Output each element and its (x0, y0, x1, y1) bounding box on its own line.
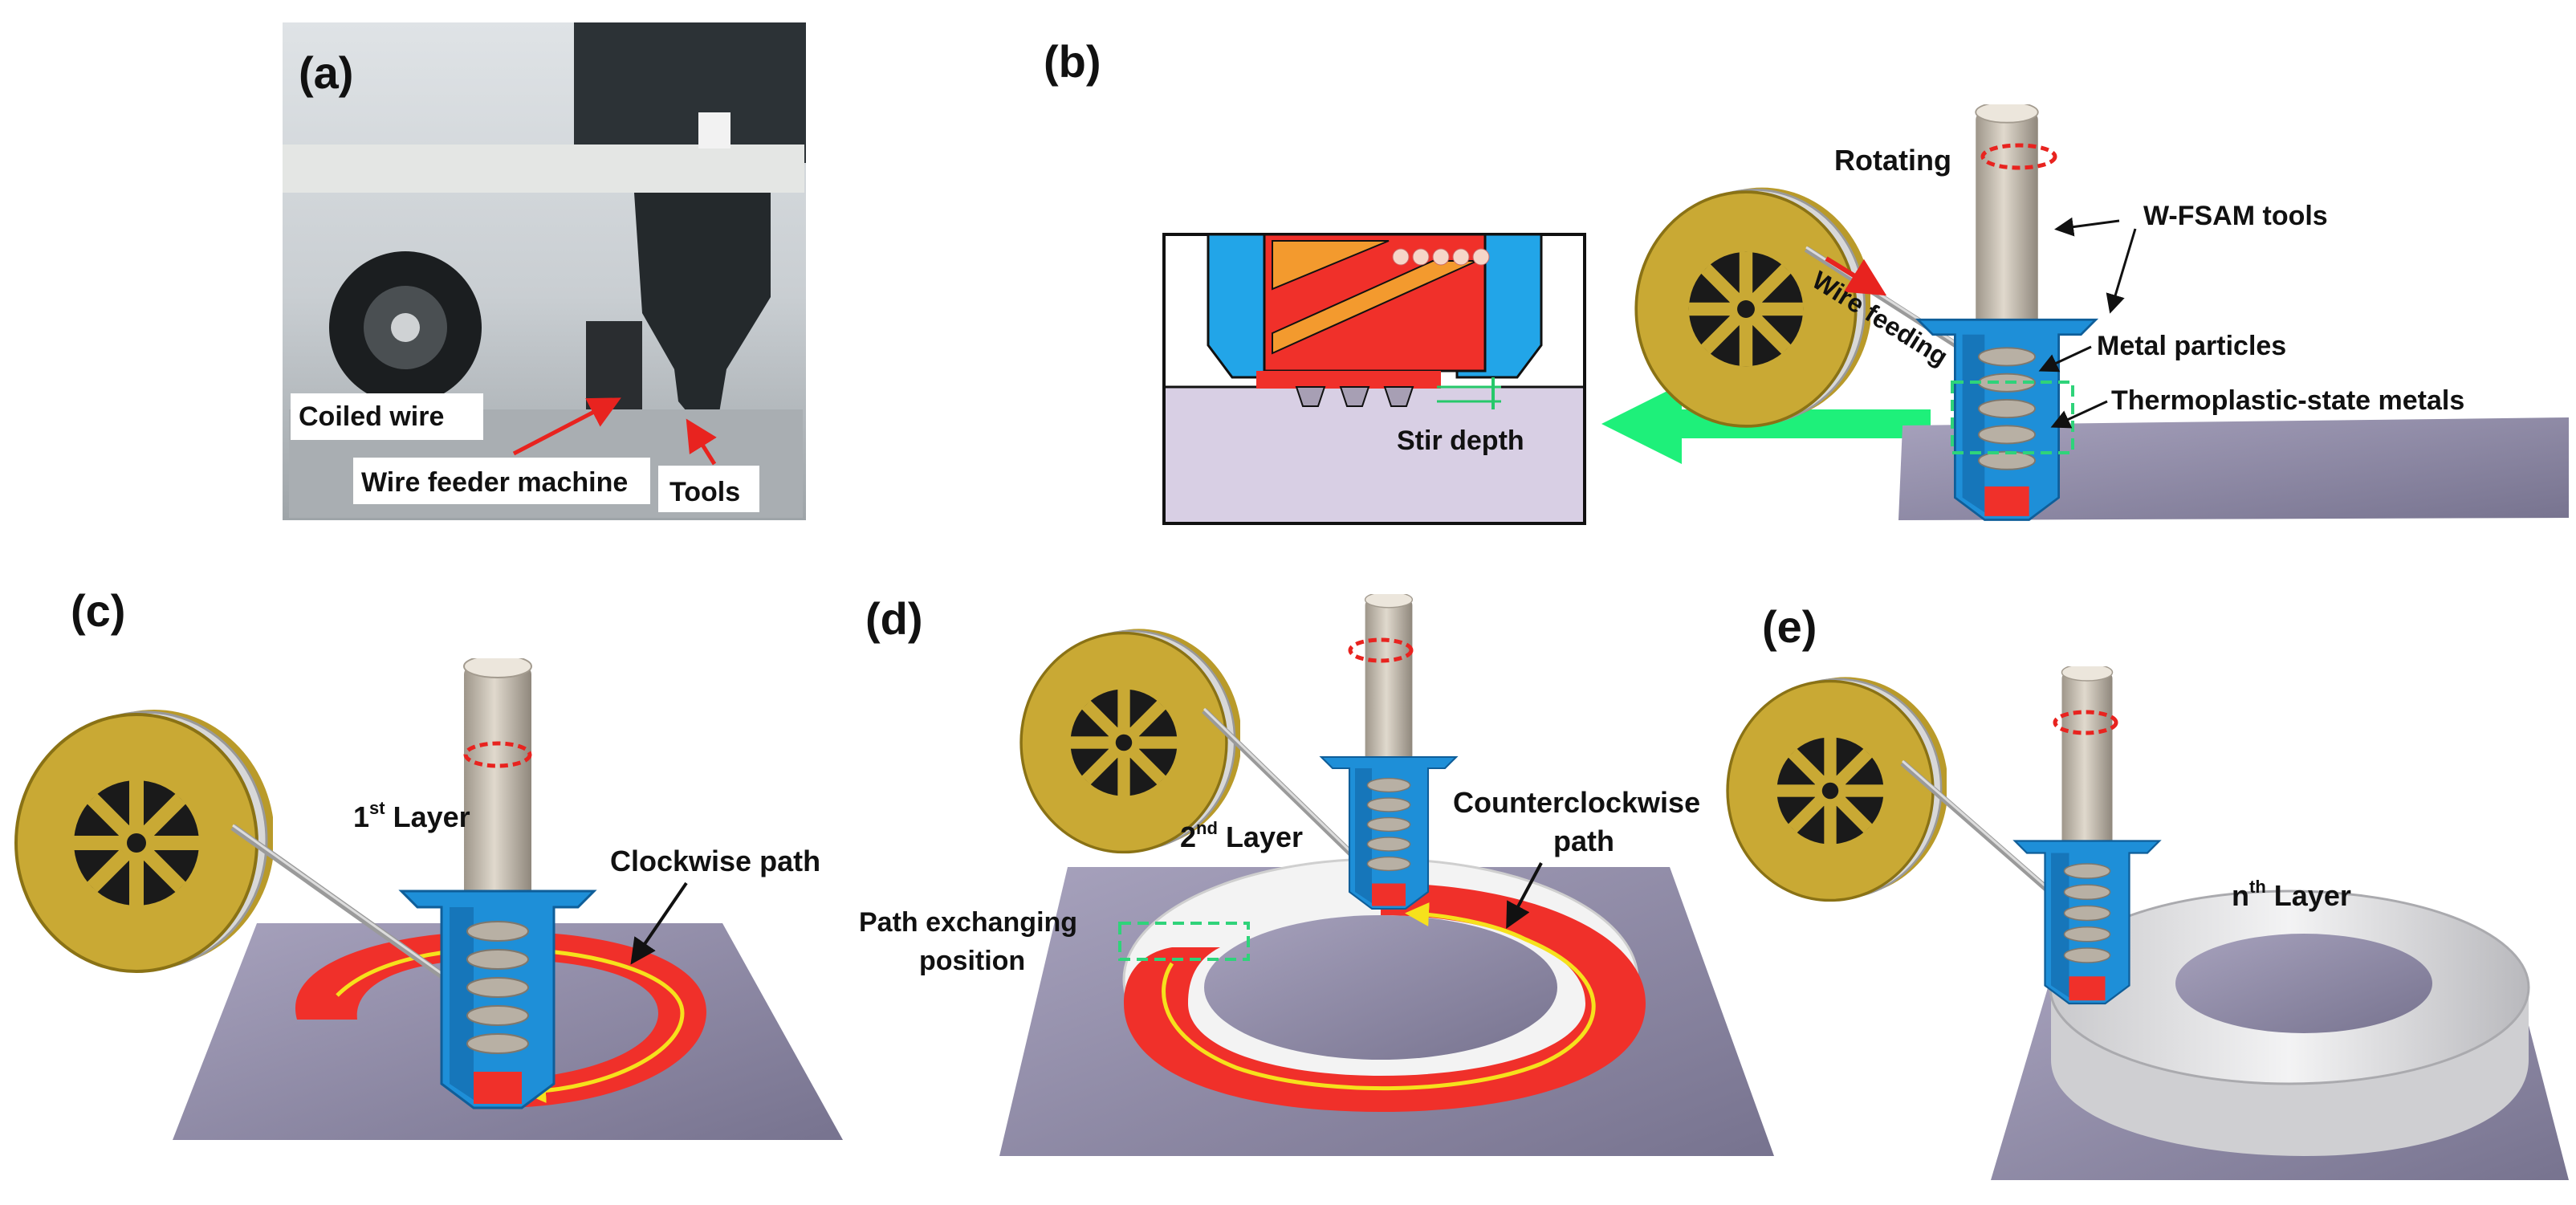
panel-b: (b) Stir depth (1044, 36, 2569, 525)
cross-section-inset: Stir depth (1162, 233, 1586, 525)
panel-b-plate (1898, 417, 2569, 520)
layer-2-label: 2nd Layer (1180, 818, 1303, 853)
rotating-label: Rotating (1834, 144, 1951, 177)
thermoplastic-label: Thermoplastic-state metals (2111, 385, 2464, 416)
wire-feeder-unit (586, 321, 642, 409)
panel-b-letter: (b) (1044, 36, 1101, 87)
machine-cabinet (574, 22, 806, 163)
w-fsam-tools-label: W-FSAM tools (2143, 201, 2328, 231)
warning-label (698, 112, 730, 149)
wire-feeder-label: Wire feeder machine (361, 467, 628, 498)
path-exchange-box (1118, 922, 1250, 961)
tool-head (634, 193, 771, 425)
panel-d-letter: (d) (865, 593, 923, 644)
panel-c-letter: (c) (71, 585, 125, 636)
clockwise-path-label: Clockwise path (610, 845, 820, 877)
layer-1-label: 1st Layer (353, 798, 470, 833)
panel-c: (c) 1st Layer Clockwise path (14, 585, 843, 1140)
coiled-wire-label: Coiled wire (299, 401, 444, 432)
stir-depth-label: Stir depth (1397, 425, 1524, 456)
clockwise-deposit (295, 931, 707, 1108)
layer-n-label: nth Layer (2232, 877, 2351, 912)
stir-zone-box (1951, 381, 2074, 454)
panel-e: (e) nth Layer (1726, 601, 2569, 1180)
metal-particles-label: Metal particles (2097, 331, 2286, 361)
machine-body (283, 145, 804, 193)
tools-label: Tools (669, 477, 740, 507)
panel-a: (a) Coiled wire Wire feeder machine Tool… (283, 22, 806, 520)
panel-a-letter: (a) (299, 47, 353, 98)
panel-e-letter: (e) (1762, 601, 1817, 652)
